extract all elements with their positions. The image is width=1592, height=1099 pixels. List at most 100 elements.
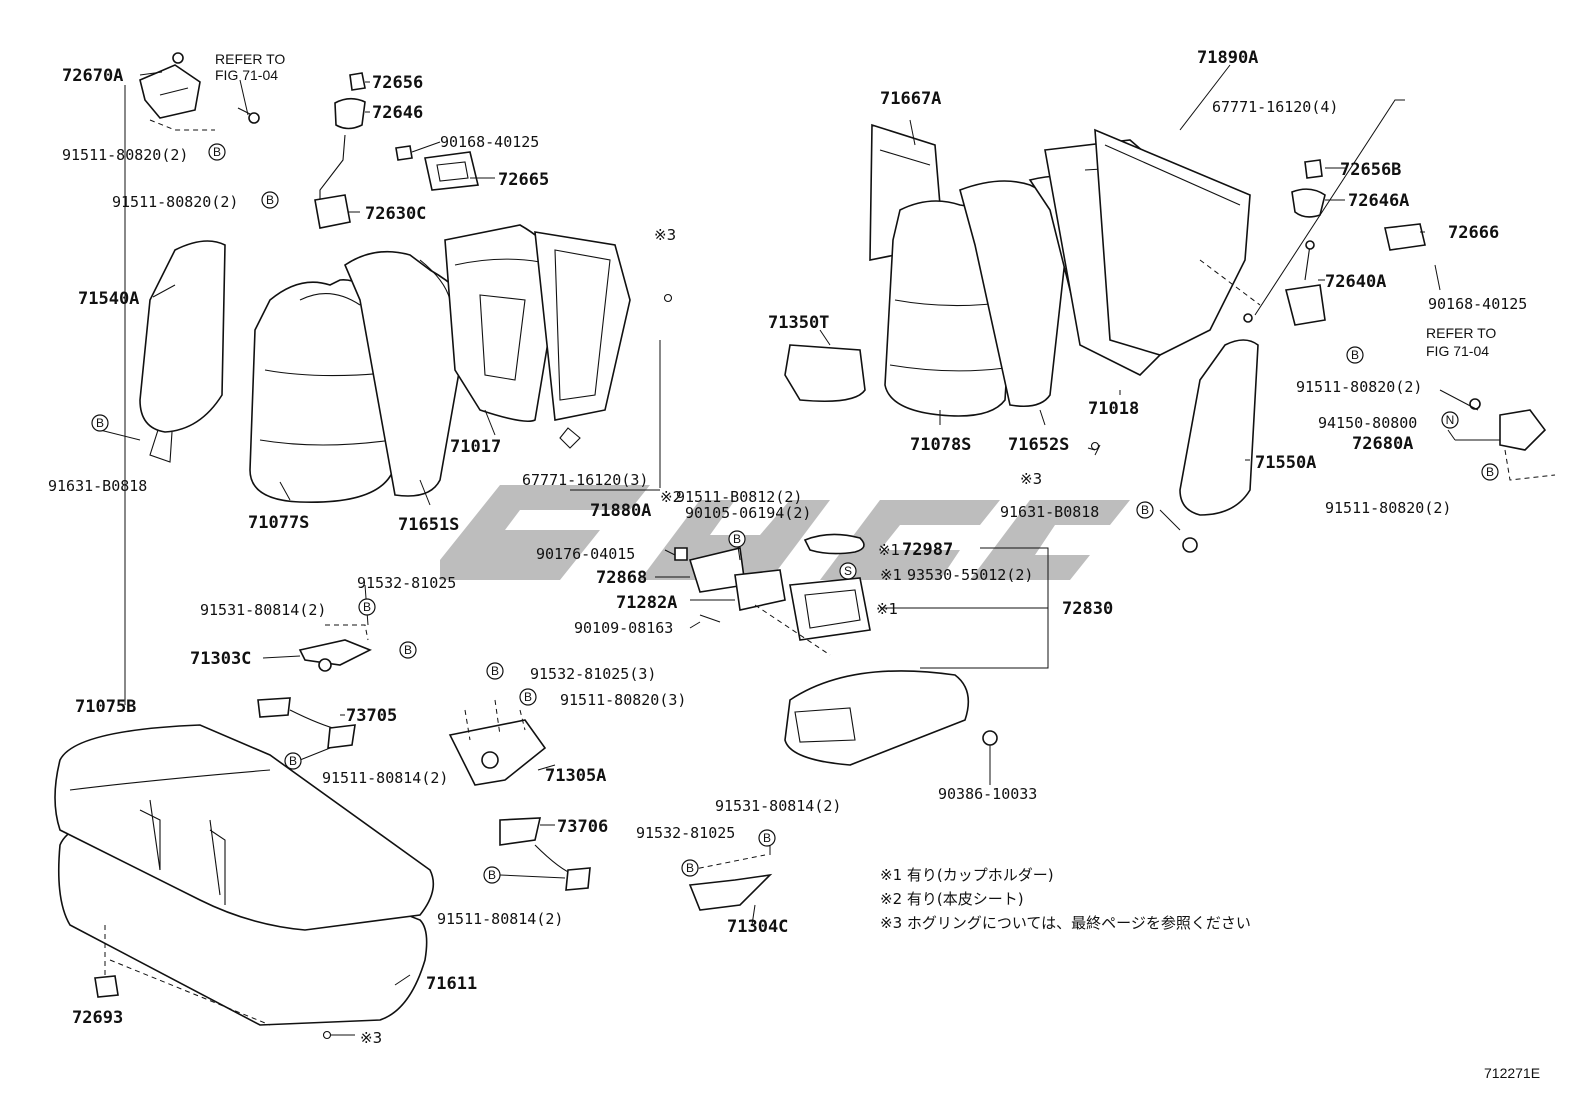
part-90168-40125-right: 90168-40125 <box>1428 295 1527 313</box>
part-71651S: 71651S <box>398 515 459 535</box>
part-72665: 72665 <box>498 170 549 190</box>
badge-b: B <box>1346 346 1364 364</box>
mark-1-screw: ※1 <box>880 566 902 584</box>
part-71540A: 71540A <box>78 289 139 309</box>
part-91511-B0812: 91511-B0812(2) <box>676 488 802 506</box>
refer-left-line2: FIG 71-04 <box>215 67 278 83</box>
part-71304C: 71304C <box>727 917 788 937</box>
badge-b: B <box>91 414 109 432</box>
svg-text:B: B <box>266 193 274 207</box>
part-73706: 73706 <box>557 817 608 837</box>
part-72666: 72666 <box>1448 223 1499 243</box>
part-72646: 72646 <box>372 103 423 123</box>
part-91532-81025-3: 91532-81025(3) <box>530 665 656 683</box>
mark-1-cup: ※1 <box>878 541 900 559</box>
badge-b: B <box>208 143 226 161</box>
part-72680A: 72680A <box>1352 434 1413 454</box>
note-2: ※2 有り(本皮シート) <box>880 890 1024 908</box>
part-72630C: 72630C <box>365 204 426 224</box>
figure-code: 712271E <box>1484 1065 1540 1081</box>
part-71550A: 71550A <box>1255 453 1316 473</box>
part-72868: 72868 <box>596 568 647 588</box>
part-71305A: 71305A <box>545 766 606 786</box>
mark-3-bottom: ※3 <box>360 1029 382 1047</box>
part-71075B: 71075B <box>75 697 136 717</box>
note-3: ※3 ホグリングについては、最終ページを参照ください <box>880 914 1251 932</box>
svg-text:S: S <box>844 564 852 578</box>
svg-text:B: B <box>488 868 496 882</box>
badge-b: B <box>728 530 746 548</box>
badge-b: B <box>261 191 279 209</box>
part-71077S: 71077S <box>248 513 309 533</box>
part-72693: 72693 <box>72 1008 123 1028</box>
mark-3-right: ※3 <box>1020 470 1042 488</box>
badge-b: B <box>1136 501 1154 519</box>
part-71303C: 71303C <box>190 649 251 669</box>
seatback-left-drawing <box>139 224 631 503</box>
refer-right-line2: FIG 71-04 <box>1426 343 1489 359</box>
svg-text:B: B <box>213 145 221 159</box>
hinges-drawing <box>257 624 773 911</box>
part-93530-55012: 93530-55012(2) <box>907 566 1033 584</box>
refer-left-line1: REFER TO <box>215 51 285 67</box>
part-71017: 71017 <box>450 437 501 457</box>
svg-text:B: B <box>763 831 771 845</box>
mark-3-top: ※3 <box>654 226 676 244</box>
part-91511-80820-a: 91511-80820(2) <box>62 146 188 164</box>
part-94150-80800: 94150-80800 <box>1318 414 1417 432</box>
badge-b: B <box>486 662 504 680</box>
svg-text:B: B <box>1141 503 1149 517</box>
part-91631-B0818-left: 91631-B0818 <box>48 477 147 495</box>
part-91532-81025-b: 91532-81025 <box>636 824 735 842</box>
part-72656B: 72656B <box>1340 160 1401 180</box>
part-91511-80820-d: 91511-80820(2) <box>1325 499 1451 517</box>
part-91511-80820-b: 91511-80820(2) <box>112 193 238 211</box>
part-labels: 72670A REFER TO FIG 71-04 72656 72646 90… <box>48 48 1527 1028</box>
svg-text:B: B <box>1486 465 1494 479</box>
part-71667A: 71667A <box>880 89 941 109</box>
badge-b: B <box>284 752 302 770</box>
part-91631-B0818-right: 91631-B0818 <box>1000 503 1099 521</box>
part-71282A: 71282A <box>616 593 677 613</box>
badge-b: B <box>758 829 776 847</box>
refer-right-line1: REFER TO <box>1426 325 1496 341</box>
part-91531-80814-a: 91531-80814(2) <box>200 601 326 619</box>
part-71611: 71611 <box>426 974 477 994</box>
part-72640A: 72640A <box>1325 272 1386 292</box>
reference-marks: ※3 ※2 ※3 ※1 ※1 ※1 ※3 <box>322 226 1100 1047</box>
svg-text:B: B <box>1351 348 1359 362</box>
svg-text:B: B <box>404 643 412 657</box>
badge-n: N <box>1441 411 1459 429</box>
part-71018: 71018 <box>1088 399 1139 419</box>
part-67771-16120-4: 67771-16120(4) <box>1212 98 1338 116</box>
part-91531-80814-b: 91531-80814(2) <box>715 797 841 815</box>
mark-2: ※2 <box>660 488 682 506</box>
part-90386-10033: 90386-10033 <box>938 785 1037 803</box>
part-91511-80814-a: 91511-80814(2) <box>322 769 448 787</box>
part-71890A: 71890A <box>1197 48 1258 68</box>
badge-b: B <box>519 688 537 706</box>
part-72987: 72987 <box>902 540 953 560</box>
svg-text:B: B <box>524 690 532 704</box>
part-90176-04015: 90176-04015 <box>536 545 635 563</box>
armrest-drawing <box>674 533 998 766</box>
badge-b: B <box>681 859 699 877</box>
badge-s: S <box>839 562 857 580</box>
badge-b: B <box>1481 463 1499 481</box>
part-72830: 72830 <box>1062 599 1113 619</box>
note-1: ※1 有り(カップホルダー) <box>880 866 1054 884</box>
mark-1-holder: ※1 <box>876 600 898 618</box>
svg-text:B: B <box>289 754 297 768</box>
part-71880A: 71880A <box>590 501 651 521</box>
part-72656: 72656 <box>372 73 423 93</box>
leader-lines <box>99 64 1479 1036</box>
part-91511-80820-3: 91511-80820(3) <box>560 691 686 709</box>
part-91532-81025-a: 91532-81025 <box>357 574 456 592</box>
part-71652S: 71652S <box>1008 435 1069 455</box>
badge-b: B <box>358 598 376 616</box>
seatback-right-drawing <box>784 123 1556 553</box>
footnotes: ※1 有り(カップホルダー) ※2 有り(本皮シート) ※3 ホグリングについて… <box>880 866 1251 932</box>
part-90168-40125-left: 90168-40125 <box>440 133 539 151</box>
svg-text:B: B <box>96 416 104 430</box>
